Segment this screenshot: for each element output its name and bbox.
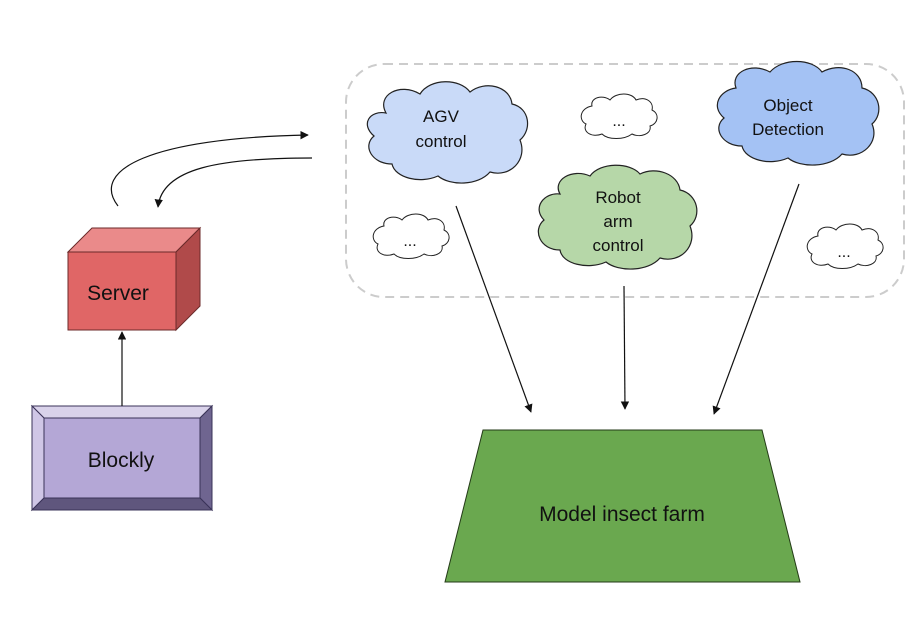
placeholder-text-top: ...: [612, 113, 625, 130]
services-to-server-arrow: [154, 157, 313, 208]
server-label: Server: [87, 282, 149, 305]
object-detection-label-line2: Detection: [752, 120, 824, 139]
object-detection-label-line1: Object: [763, 96, 812, 115]
agv-control-cloud[interactable]: AGV control: [366, 81, 529, 184]
placeholder-text-left: ...: [403, 233, 416, 250]
server-to-services-arrow: [110, 130, 309, 207]
placeholder-cloud-left: ...: [372, 213, 450, 259]
object-detection-to-farm-arrow: [712, 183, 800, 415]
agv-to-farm-arrow: [455, 205, 533, 413]
placeholder-cloud-right: ...: [806, 223, 884, 269]
robot-arm-to-farm-arrow: [620, 285, 630, 410]
object-detection-cloud[interactable]: Object Detection: [716, 61, 880, 166]
robot-arm-label-line3: control: [592, 236, 643, 255]
server-node[interactable]: Server: [66, 226, 202, 332]
agv-label-line2: control: [415, 132, 466, 151]
robot-arm-cloud[interactable]: Robot arm control: [537, 164, 698, 270]
robot-arm-label-line1: Robot: [595, 188, 641, 207]
services-group: [345, 63, 905, 298]
agv-label-line1: AGV: [423, 107, 460, 126]
placeholder-text-right: ...: [837, 244, 850, 261]
placeholder-cloud-top: ...: [580, 93, 658, 139]
robot-arm-label-line2: arm: [603, 212, 632, 231]
farm-label: Model insect farm: [539, 503, 705, 526]
model-insect-farm-node[interactable]: Model insect farm: [444, 429, 801, 583]
blockly-label: Blockly: [88, 449, 155, 472]
blockly-node[interactable]: Blockly: [30, 404, 214, 512]
